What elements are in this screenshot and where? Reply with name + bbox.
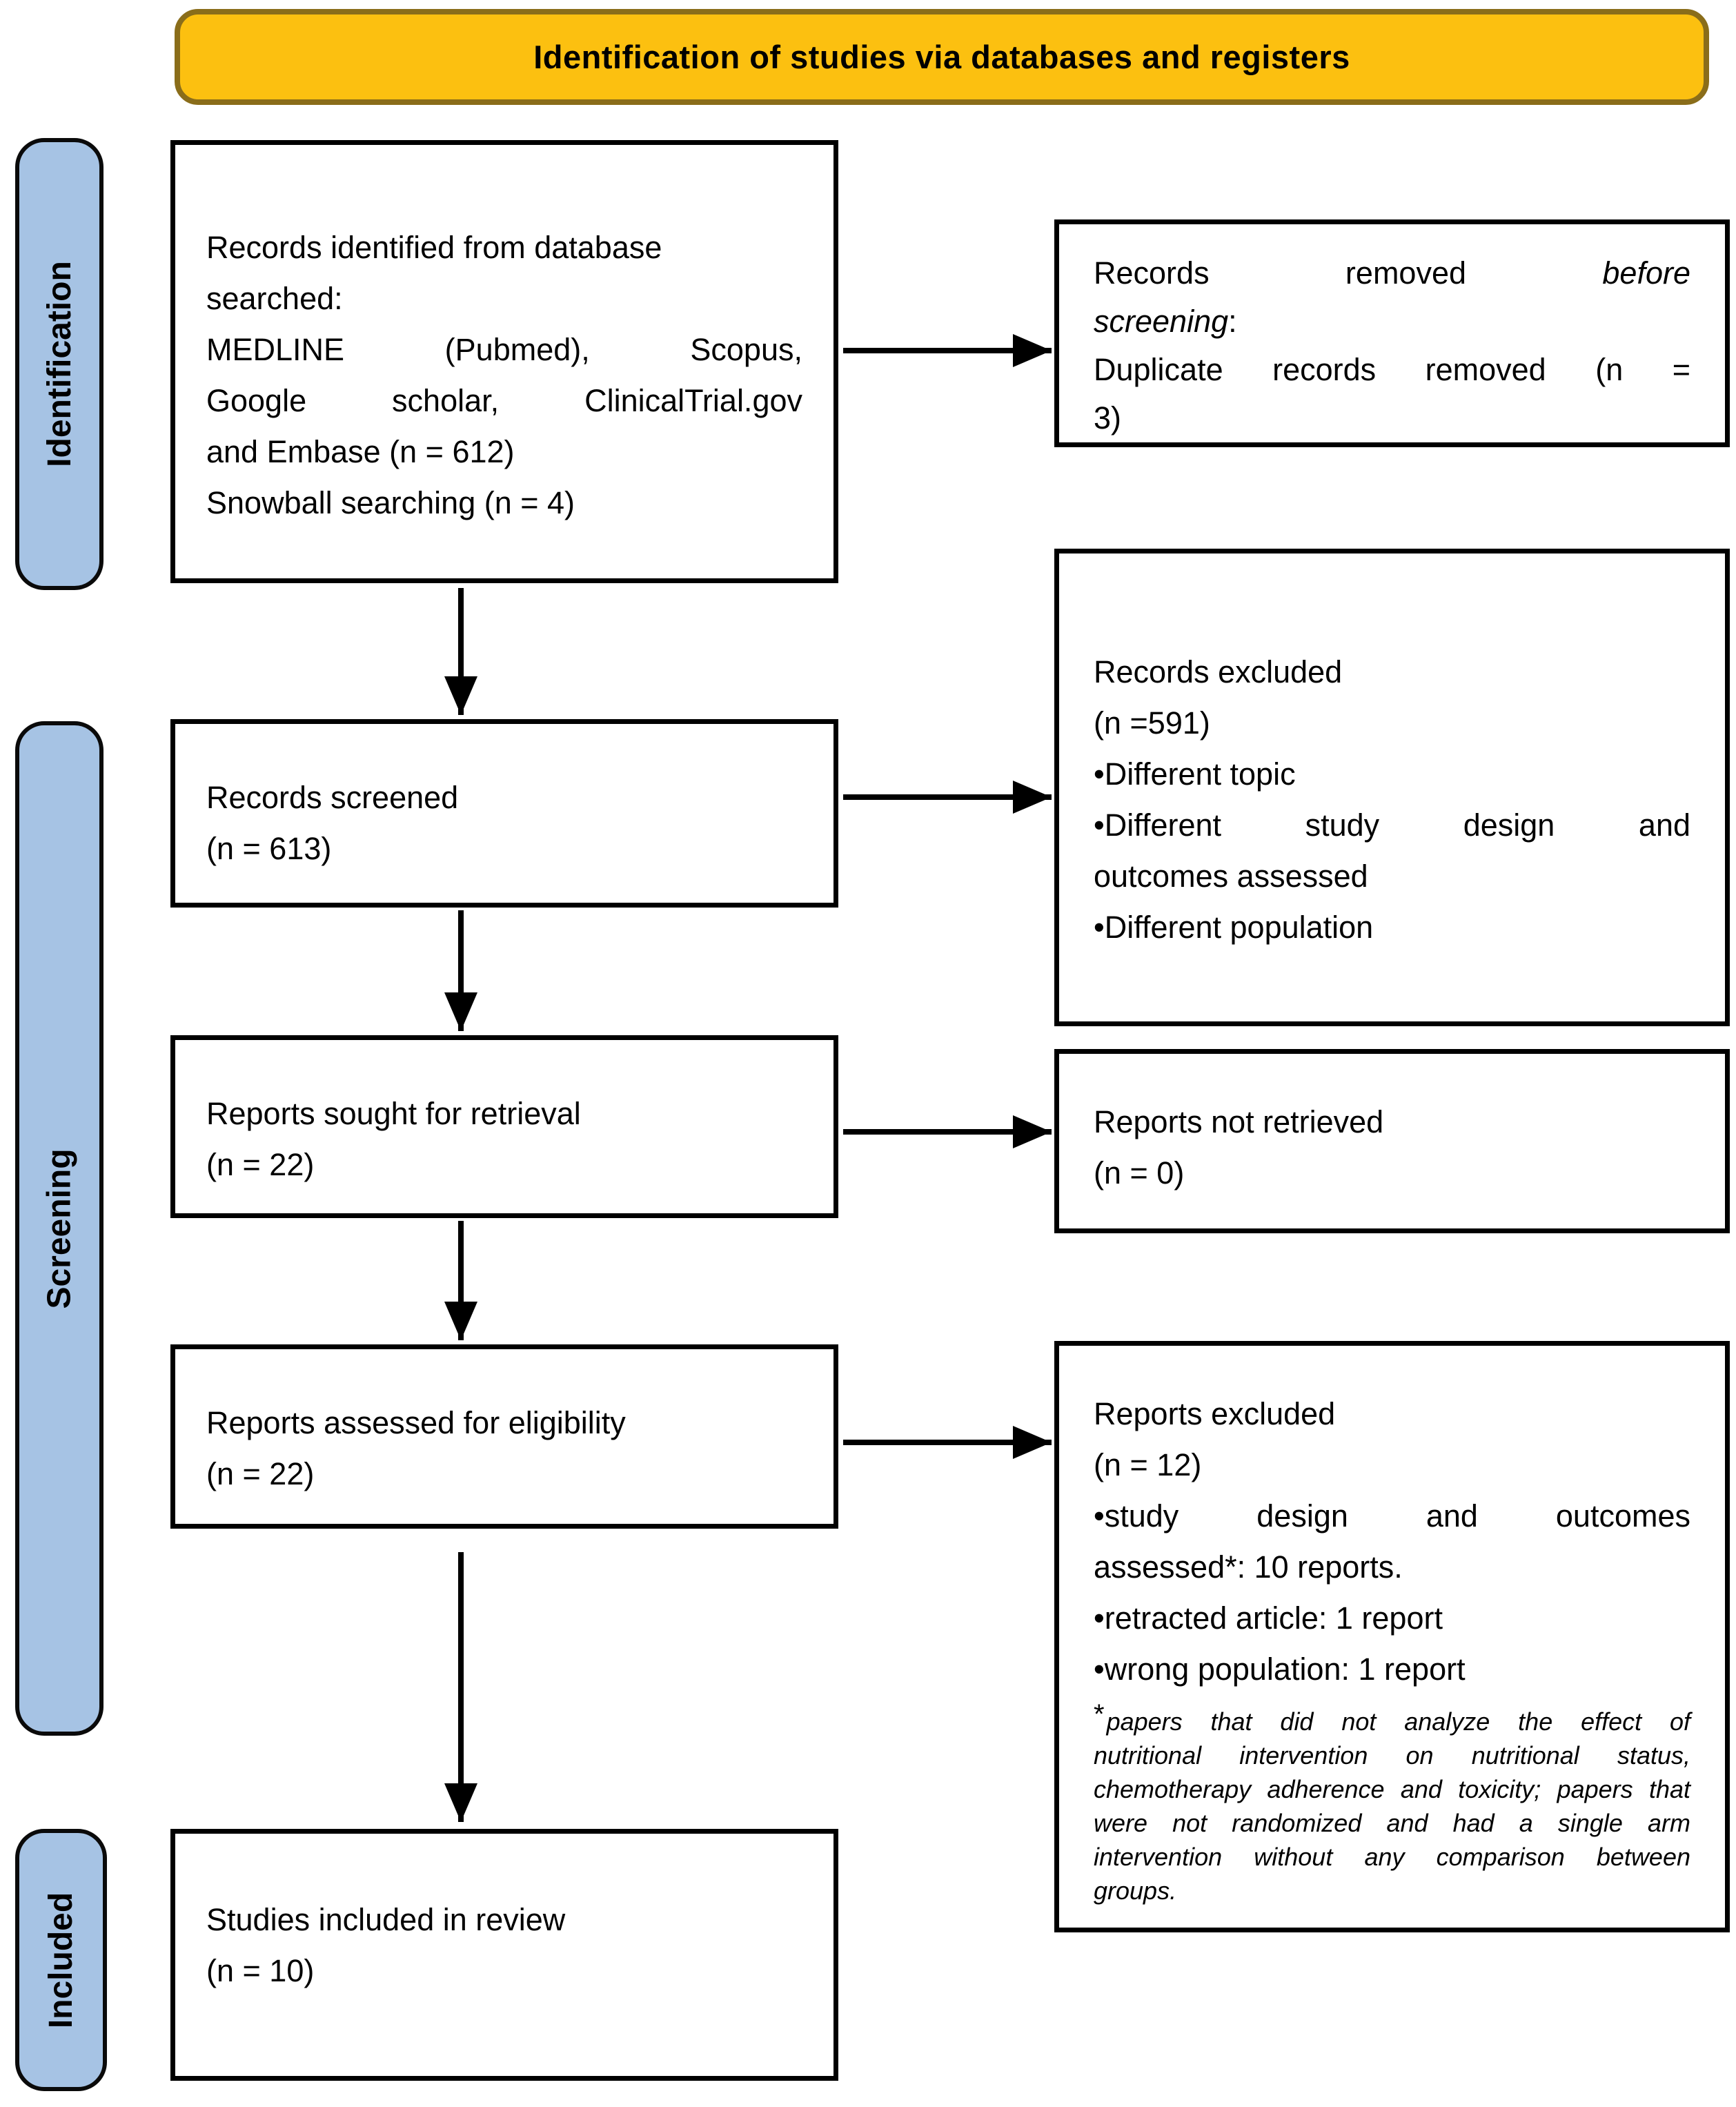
box-line-text: : xyxy=(1228,304,1237,339)
box-line: assessed*: 10 reports. xyxy=(1094,1549,1403,1585)
box-line: Duplicate records removed (n = xyxy=(1094,352,1690,387)
box-reports-excluded: Reports excluded (n = 12) •study design … xyxy=(1054,1341,1730,1932)
stage-band-identification: Identification xyxy=(15,138,103,590)
stage-label-included: Included xyxy=(43,1892,79,2028)
box-line: •Different population xyxy=(1094,910,1374,945)
box-line: (n = 22) xyxy=(206,1456,315,1491)
box-line: screening: xyxy=(1094,297,1690,346)
footnote-text: papers that did not analyze the effect o… xyxy=(1106,1707,1690,1736)
box-reports-not-retrieved: Reports not retrieved (n = 0) xyxy=(1054,1049,1730,1233)
box-line: MEDLINE (Pubmed), Scopus, xyxy=(206,332,802,367)
box-studies-included: Studies included in review (n = 10) xyxy=(170,1829,838,2081)
footnote-line: nutritional intervention on nutritional … xyxy=(1094,1741,1690,1770)
box-line: •wrong population: 1 report xyxy=(1094,1652,1466,1687)
box-line: •retracted article: 1 report xyxy=(1094,1600,1443,1636)
box-line: Reports not retrieved xyxy=(1094,1104,1384,1139)
box-records-screened: Records screened (n = 613) xyxy=(170,719,838,908)
box-line: Reports excluded xyxy=(1094,1396,1336,1431)
banner-title: Identification of studies via databases … xyxy=(533,39,1350,75)
stage-label-identification: Identification xyxy=(41,261,78,467)
box-line: Google scholar, ClinicalTrial.gov xyxy=(206,383,802,418)
box-line: (n = 0) xyxy=(1094,1155,1185,1190)
footnote-line: chemotherapy adherence and toxicity; pap… xyxy=(1094,1775,1690,1803)
box-records-removed-before-screening: Records removed before screening: Duplic… xyxy=(1054,219,1730,447)
box-line-italic: screening xyxy=(1094,304,1229,339)
stage-band-screening: Screening xyxy=(15,721,103,1736)
box-line: (n = 22) xyxy=(206,1147,315,1182)
box-line: Records identified from database xyxy=(206,230,662,265)
banner: Identification of studies via databases … xyxy=(175,9,1709,105)
box-records-identified: Records identified from database searche… xyxy=(170,140,838,583)
box-line: searched: xyxy=(206,281,343,316)
box-line: Records removed before xyxy=(1094,249,1690,297)
footnote-line: intervention without any comparison betw… xyxy=(1094,1843,1690,1871)
box-line: (n = 10) xyxy=(206,1953,315,1988)
box-line: •Different topic xyxy=(1094,756,1296,792)
box-line-italic: before xyxy=(1602,255,1690,291)
footnote-line: *papers that did not analyze the effect … xyxy=(1094,1699,1690,1738)
stage-label-screening: Screening xyxy=(41,1148,78,1309)
box-line: 3) xyxy=(1094,400,1122,435)
box-line-text: Records removed xyxy=(1094,255,1603,291)
box-line: Records excluded xyxy=(1094,654,1343,689)
box-line: Reports assessed for eligibility xyxy=(206,1405,626,1440)
footnote: *papers that did not analyze the effect … xyxy=(1094,1699,1690,1908)
box-line: (n = 12) xyxy=(1094,1447,1202,1482)
box-line: Studies included in review xyxy=(206,1902,566,1937)
box-line: •Different study design and xyxy=(1094,807,1690,843)
asterisk-marker: * xyxy=(1094,1699,1105,1729)
footnote-line: were not randomized and had a single arm xyxy=(1094,1809,1690,1837)
box-reports-sought: Reports sought for retrieval (n = 22) xyxy=(170,1035,838,1218)
box-line: •study design and outcomes xyxy=(1094,1498,1690,1533)
box-line: and Embase (n = 612) xyxy=(206,434,515,469)
box-line: outcomes assessed xyxy=(1094,859,1368,894)
box-line: Records screened xyxy=(206,780,459,815)
box-line: (n = 613) xyxy=(206,831,332,866)
box-line: Snowball searching (n = 4) xyxy=(206,485,575,520)
box-line: (n =591) xyxy=(1094,705,1210,741)
box-records-excluded: Records excluded (n =591) •Different top… xyxy=(1054,549,1730,1026)
box-reports-assessed: Reports assessed for eligibility (n = 22… xyxy=(170,1344,838,1529)
stage-band-included: Included xyxy=(15,1829,107,2091)
box-line: Reports sought for retrieval xyxy=(206,1096,581,1131)
footnote-line: groups. xyxy=(1094,1876,1177,1905)
